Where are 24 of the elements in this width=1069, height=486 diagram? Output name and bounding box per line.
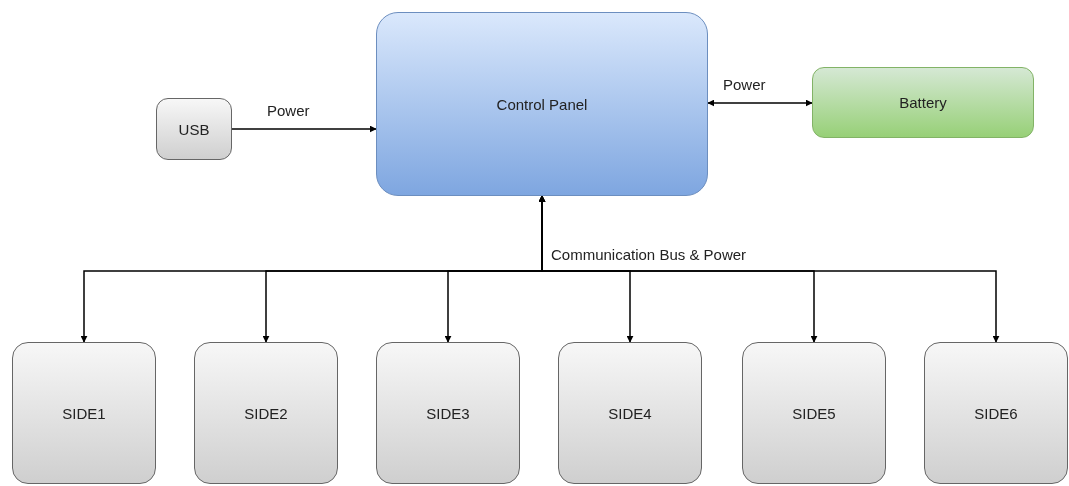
process-box — [12, 342, 156, 484]
arrow — [538, 195, 1000, 343]
box-label: Battery — [899, 94, 947, 111]
box-label: SIDE4 — [608, 404, 652, 422]
box-label: SIDE2 — [244, 404, 288, 422]
process-box — [376, 342, 520, 484]
process-box — [812, 67, 1034, 138]
arrow — [707, 99, 813, 107]
box-label: SIDE6 — [974, 404, 1018, 422]
box-label: SIDE5 — [792, 404, 836, 422]
process-box — [558, 342, 702, 484]
process-box — [156, 98, 232, 160]
box-label: USB — [178, 120, 210, 138]
arrow — [231, 125, 377, 133]
edge-label: Power — [722, 77, 767, 93]
process-box — [742, 342, 886, 484]
edge-label: Power — [266, 103, 311, 119]
box-label: Control Panel — [496, 95, 588, 113]
process-box — [376, 12, 708, 196]
edge-label: Communication Bus & Power — [550, 247, 748, 263]
process-box — [924, 342, 1068, 484]
process-box — [194, 342, 338, 484]
box-label: SIDE1 — [62, 404, 106, 422]
box-label: SIDE3 — [426, 404, 470, 422]
